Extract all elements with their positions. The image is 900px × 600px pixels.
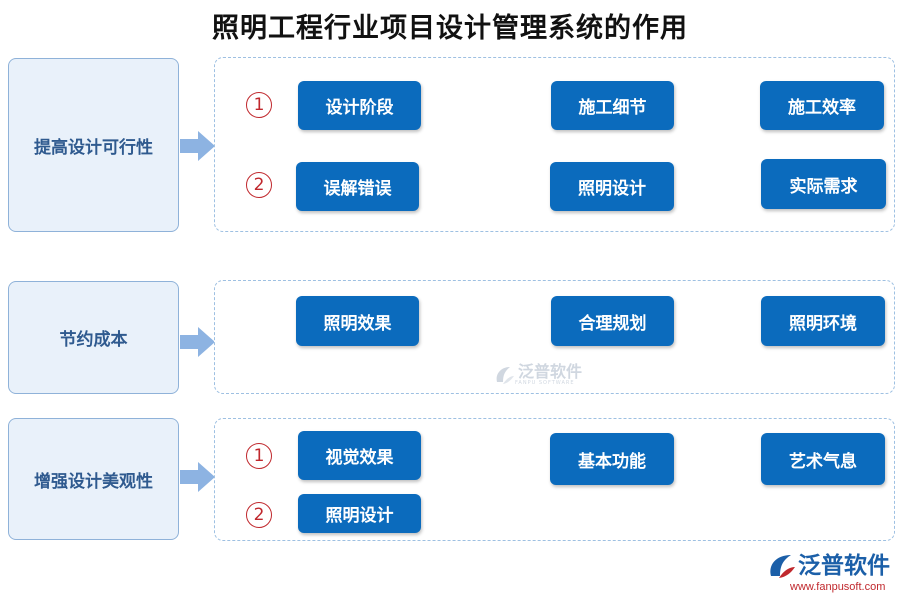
step-number-1: 1 — [246, 92, 272, 118]
brand-url: www.fanpusoft.com — [790, 581, 886, 593]
step-number-2: 2 — [246, 502, 272, 528]
section-label-aesthetics: 增强设计美观性 — [8, 418, 179, 540]
brand-logo: 泛普软件 — [766, 552, 890, 580]
node-visual-effect: 视觉效果 — [298, 431, 421, 480]
step-number-2: 2 — [246, 172, 272, 198]
watermark-text: 泛普软件 — [518, 362, 583, 381]
node-lighting-effect: 照明效果 — [296, 296, 419, 346]
node-artistic-atmosphere: 艺术气息 — [761, 433, 885, 485]
page-title: 照明工程行业项目设计管理系统的作用 — [212, 13, 688, 44]
node-lighting-design-2: 照明设计 — [298, 494, 421, 533]
node-construction-detail: 施工细节 — [551, 81, 674, 130]
watermark-subtext: FANPU SOFTWARE — [515, 380, 575, 386]
node-construction-efficiency: 施工效率 — [760, 81, 884, 130]
right-block-arrow-icon — [180, 131, 215, 161]
node-design-stage: 设计阶段 — [298, 81, 421, 130]
node-basic-function: 基本功能 — [550, 433, 674, 485]
right-block-arrow-icon — [180, 327, 215, 357]
section-label-cost: 节约成本 — [8, 281, 179, 394]
node-misunderstanding-error: 误解错误 — [296, 162, 419, 211]
node-actual-demand: 实际需求 — [761, 159, 886, 209]
node-lighting-design: 照明设计 — [550, 162, 674, 211]
fanpu-logo-icon — [496, 367, 514, 384]
brand-name: 泛普软件 — [798, 553, 890, 579]
fanpu-logo-icon — [770, 555, 795, 578]
section-label-feasibility: 提高设计可行性 — [8, 58, 179, 232]
node-reasonable-plan: 合理规划 — [551, 296, 674, 346]
node-lighting-environment: 照明环境 — [761, 296, 885, 346]
step-number-1: 1 — [246, 443, 272, 469]
watermark: 泛普软件 FANPU SOFTWARE — [493, 364, 582, 386]
right-block-arrow-icon — [180, 462, 215, 492]
